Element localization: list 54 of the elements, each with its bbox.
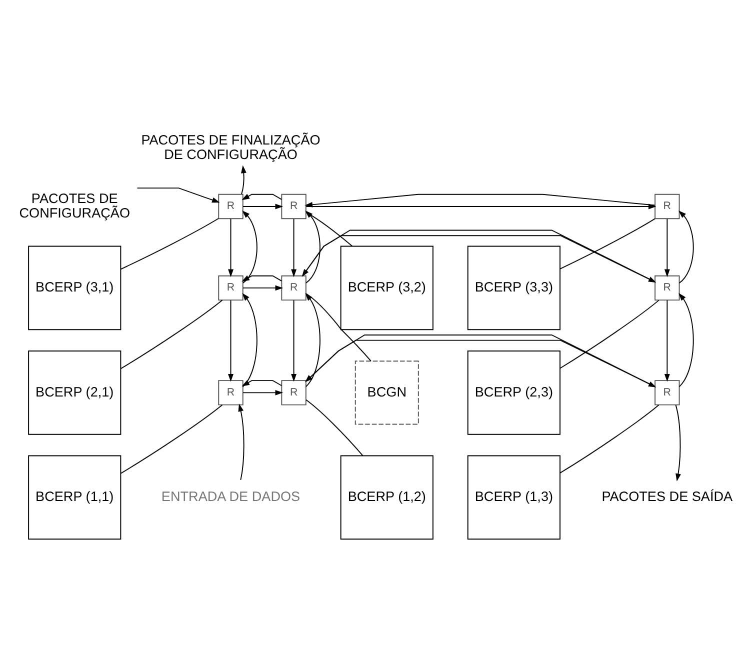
node-box: BCERP (2,1) xyxy=(28,350,122,434)
connector xyxy=(305,211,353,246)
node-box: BCERP (3,2) xyxy=(340,245,434,330)
node-box: R xyxy=(654,380,680,405)
node-box: BCERP (3,1) xyxy=(28,245,122,330)
arrow xyxy=(228,218,234,277)
connector xyxy=(305,398,364,456)
node-box: BCERP (2,3) xyxy=(467,350,560,434)
node-box: BCERP (1,3) xyxy=(467,454,560,540)
node-box: R xyxy=(218,193,244,219)
arrow xyxy=(242,193,282,200)
node-box: BCERP (1,2) xyxy=(340,454,434,540)
node-text: ENTRADA DE DADOS xyxy=(161,488,300,504)
arrow xyxy=(242,284,284,290)
node-box: R xyxy=(281,193,306,219)
node-box: R xyxy=(654,274,680,300)
node-box: R xyxy=(654,193,680,219)
node-box: R xyxy=(281,380,306,405)
node-box: R xyxy=(218,274,244,300)
arrow xyxy=(242,380,282,386)
arrow xyxy=(675,404,681,481)
connector xyxy=(560,404,660,473)
arrow xyxy=(678,292,694,387)
arrow xyxy=(305,292,320,387)
node-text: PACOTES DE CONFIGURAÇÃO xyxy=(19,190,130,220)
node-text: PACOTES DE FINALIZAÇÃO DE CONFIGURAÇÃO xyxy=(141,132,320,162)
connector xyxy=(560,299,660,368)
arrow xyxy=(242,292,258,387)
connector xyxy=(306,292,372,362)
node-box: R xyxy=(218,380,244,405)
arrow xyxy=(664,218,670,277)
arrow xyxy=(238,403,244,480)
connector xyxy=(120,404,223,474)
node-box: BCERP (1,1) xyxy=(28,454,122,540)
connector xyxy=(120,218,219,270)
arrow xyxy=(241,164,246,194)
arrow xyxy=(242,203,284,209)
arrow xyxy=(678,210,694,284)
arrow xyxy=(304,193,656,207)
arrow xyxy=(228,299,234,382)
arrow xyxy=(305,210,320,284)
arrow xyxy=(242,210,258,284)
arrow xyxy=(291,299,297,382)
connector xyxy=(560,218,656,269)
node-text: PACOTES DE SAÍDA xyxy=(602,488,733,504)
arrow xyxy=(242,274,282,282)
arrow xyxy=(291,218,297,277)
connector xyxy=(120,299,223,369)
arrow xyxy=(136,187,220,202)
node-box: R xyxy=(281,274,306,300)
node-box: BCERP (3,3) xyxy=(467,245,560,330)
arrow xyxy=(242,389,284,395)
node-box: BCGN xyxy=(354,360,419,424)
arrow xyxy=(664,299,670,382)
